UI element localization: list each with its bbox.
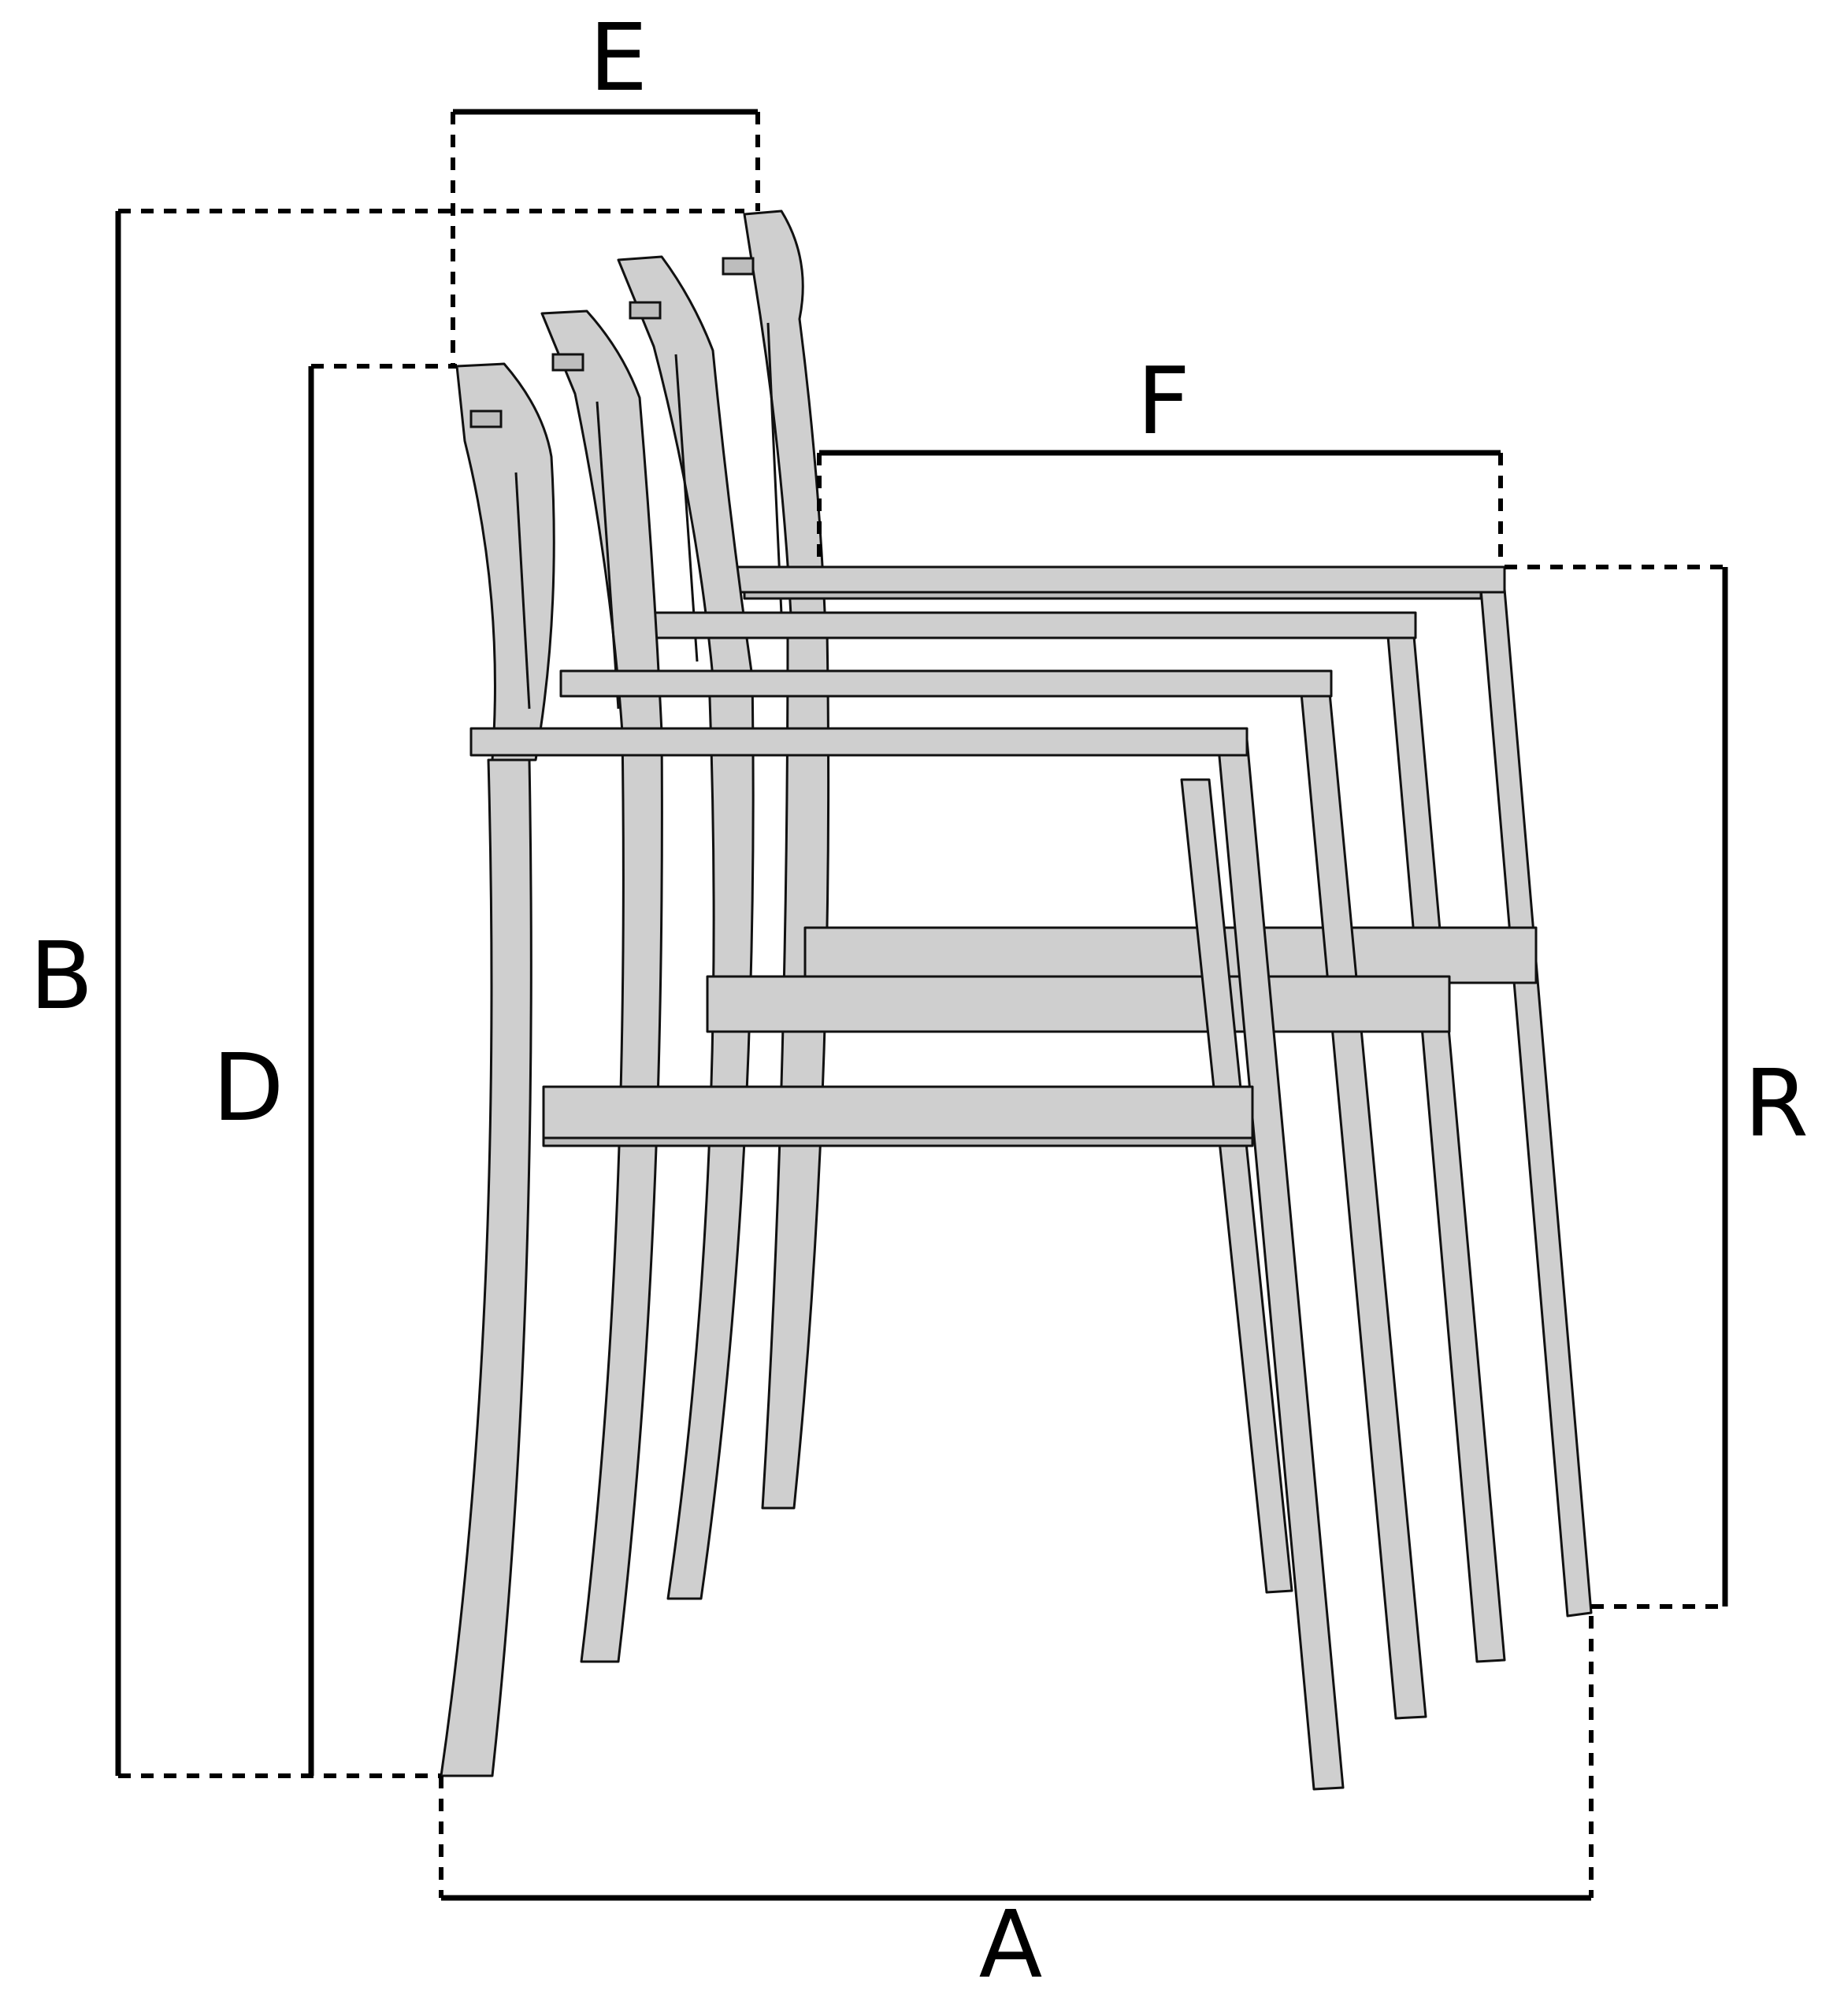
chair-4 bbox=[722, 209, 1593, 1618]
chair-1-front-leg-far bbox=[1180, 778, 1293, 1594]
chair-1-armrest bbox=[469, 727, 1249, 757]
chair-1-back-leg bbox=[440, 758, 532, 1777]
chair-1 bbox=[440, 362, 1345, 1791]
chair-4-backrest bbox=[743, 209, 827, 632]
chair-3-handle-slot bbox=[629, 301, 662, 320]
chair-4-front-leg bbox=[1479, 587, 1593, 1618]
dimension-labels: E B D F R A bbox=[30, 3, 1809, 1999]
dimension-label-d: D bbox=[213, 1033, 284, 1142]
dimension-label-e: E bbox=[589, 3, 648, 112]
chair-2-back-leg bbox=[580, 731, 663, 1663]
dimension-label-r: R bbox=[1744, 1049, 1809, 1158]
dimension-label-a: A bbox=[979, 1890, 1043, 1999]
chair-4-handle-slot bbox=[722, 257, 755, 276]
dimension-label-b: B bbox=[30, 921, 94, 1030]
chair-2-seat-rail bbox=[706, 975, 1451, 1033]
chair-stack bbox=[440, 209, 1593, 1791]
dimension-lines bbox=[115, 109, 1728, 1901]
dimension-label-f: F bbox=[1137, 346, 1190, 455]
chair-1-backrest bbox=[455, 362, 555, 762]
chair-2-handle-slot bbox=[551, 353, 584, 372]
chair-2-armrest bbox=[559, 669, 1333, 698]
chair-4-back-leg bbox=[761, 628, 830, 1510]
chair-4-armrest bbox=[733, 565, 1506, 594]
chair-2-backrest bbox=[540, 309, 663, 734]
chair-1-seat-rail bbox=[542, 1085, 1254, 1140]
chair-1-handle-slot bbox=[469, 410, 503, 428]
chair-3-seat-rail bbox=[803, 926, 1538, 984]
chair-3-armrest bbox=[638, 611, 1417, 639]
